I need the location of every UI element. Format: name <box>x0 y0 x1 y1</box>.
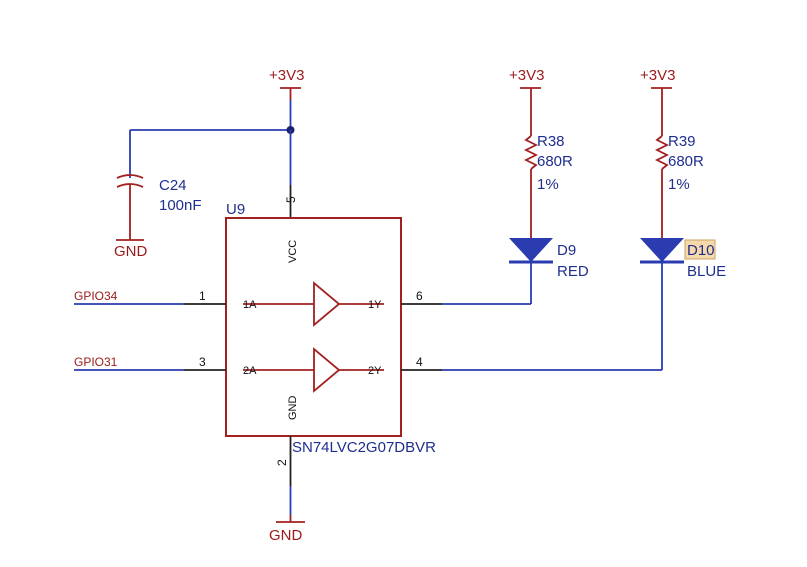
ic-pin-2-number: 2 <box>275 459 289 466</box>
net-label-gpio31: GPIO31 <box>74 355 118 369</box>
ic-pin-2y-name: 2Y <box>368 365 382 377</box>
power-label-r38: +3V3 <box>509 67 544 84</box>
r38-ref: R38 <box>537 133 565 150</box>
ic-pin-1-number: 1 <box>199 289 206 303</box>
u9-gnd: 2 GND <box>269 436 305 544</box>
d9-color: RED <box>557 263 589 280</box>
ic-part-number: SN74LVC2G07DBVR <box>292 439 436 456</box>
d10-triangle <box>640 238 684 262</box>
capacitor-c24: C24 100nF GND <box>114 130 202 260</box>
ic-gnd-pin-name: GND <box>287 396 299 421</box>
net-label-gpio34: GPIO34 <box>74 289 118 303</box>
ic-vcc-pin-name: VCC <box>287 240 299 263</box>
ic-pin-4-number: 4 <box>416 355 423 369</box>
r39-zigzag <box>654 135 670 170</box>
led-chain-red: +3V3 R38 680R 1% D9 RED <box>509 67 589 304</box>
r38-tolerance: 1% <box>537 176 559 193</box>
ic-pin-2a-name: 2A <box>243 365 257 377</box>
d9-triangle <box>509 238 553 262</box>
buffer-1-triangle <box>313 281 341 327</box>
ic-ref: U9 <box>226 201 245 218</box>
output-2y: 4 <box>401 355 662 371</box>
d10-color: BLUE <box>687 263 726 280</box>
ic-body <box>225 217 402 437</box>
c24-value: 100nF <box>159 197 202 214</box>
input-gpio34: GPIO34 1 <box>74 289 226 305</box>
power-label-r39: +3V3 <box>640 67 675 84</box>
ic-pin-5-number: 5 <box>284 196 298 203</box>
ic-pin-1a-name: 1A <box>243 299 257 311</box>
r38-value: 680R <box>537 153 573 170</box>
ic-pin-1y-name: 1Y <box>368 299 382 311</box>
ic-pin-6-number: 6 <box>416 289 423 303</box>
d9-ref: D9 <box>557 242 576 259</box>
ic-pin-3-number: 3 <box>199 355 206 369</box>
buffer-2-triangle <box>313 347 341 393</box>
u9-vcc-supply: +3V3 5 <box>130 67 304 218</box>
c24-plate-top <box>116 174 144 179</box>
r38-zigzag <box>523 135 539 170</box>
output-1y: 6 <box>401 289 531 305</box>
gnd-label-u9: GND <box>269 527 303 544</box>
gnd-label-c24: GND <box>114 243 148 260</box>
led-chain-blue: +3V3 R39 680R 1% D10 BLUE <box>640 67 726 370</box>
r39-tolerance: 1% <box>668 176 690 193</box>
d10-selection-highlight <box>684 239 716 260</box>
power-label-u9: +3V3 <box>269 67 304 84</box>
ic-u9: U9 VCC GND 1A 1Y 2A 2Y SN74LVC2G07DBVR <box>225 201 436 456</box>
r39-value: 680R <box>668 153 704 170</box>
r39-ref: R39 <box>668 133 696 150</box>
c24-ref: C24 <box>159 177 187 194</box>
d10-ref: D10 <box>687 242 715 259</box>
input-gpio31: GPIO31 3 <box>74 355 226 371</box>
